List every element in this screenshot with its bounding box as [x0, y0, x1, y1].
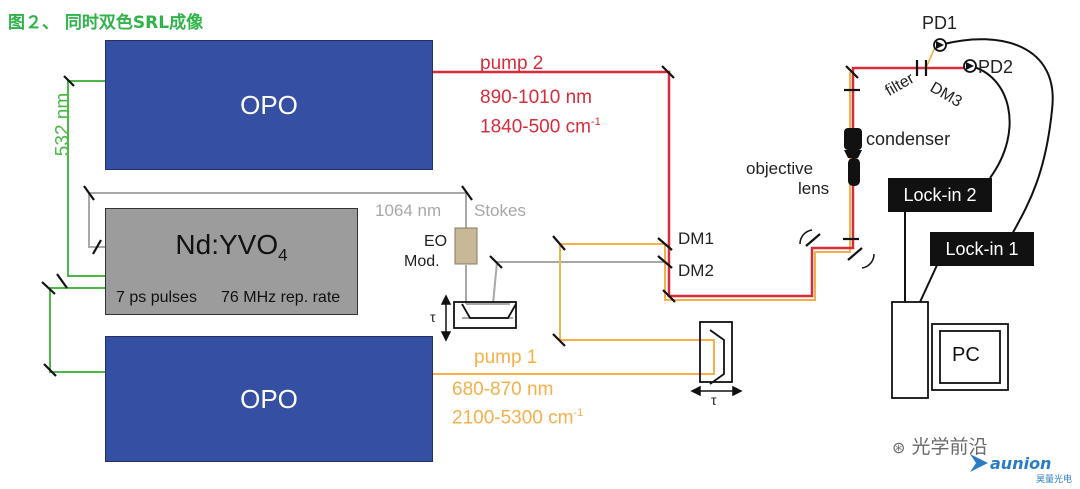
delay-stages	[453, 301, 733, 385]
nd-yvo4-laser: Nd:YVO4 7 ps pulses 76 MHz rep. rate	[105, 208, 358, 315]
opo-top-label: OPO	[240, 89, 298, 120]
pc-icon	[891, 301, 1009, 399]
lockin2-box: Lock-in 2	[888, 178, 992, 212]
mirrors	[41, 60, 928, 377]
label-532nm: 532 nm	[52, 92, 74, 157]
pump2-range-nm: 890-1010 nm	[480, 87, 592, 108]
pump2-range-cm: 1840-500 cm-1	[480, 116, 601, 138]
eo-modulator	[454, 227, 478, 265]
objective-label-1: objective	[746, 159, 814, 178]
dm1-label: DM1	[678, 229, 714, 248]
lenses	[844, 128, 862, 186]
pd2-label: PD2	[978, 57, 1014, 77]
eo-label-2: Mod.	[404, 253, 440, 270]
laser-name: Nd:YVO4	[175, 229, 288, 265]
scan-rotation-icons	[799, 229, 875, 269]
pump2-label: pump 2	[480, 53, 544, 74]
green-beam-path	[49, 80, 105, 373]
condenser-label: condenser	[866, 129, 951, 149]
lockin2-label: Lock-in 2	[903, 184, 977, 205]
pd1-label: PD1	[922, 13, 958, 33]
pump2-beam-path	[433, 66, 968, 298]
opo-top: OPO	[105, 40, 433, 170]
tau-label-2: τ	[711, 392, 717, 408]
stokes-label: Stokes	[474, 201, 526, 220]
tau-arrows	[440, 294, 743, 397]
laser-pulses: 7 ps pulses	[116, 289, 197, 306]
figure-caption: 图２、 同时双色SRL成像	[8, 13, 204, 33]
eo-label-1: EO	[424, 233, 448, 250]
watermark-name: ⊛ 光学前沿	[892, 436, 988, 458]
dm2-label: DM2	[678, 261, 714, 280]
watermark-brand: aunion	[990, 454, 1052, 473]
lockin1-label: Lock-in 1	[945, 238, 1019, 259]
stokes-wavelength: 1064 nm	[375, 201, 442, 220]
opo-bottom: OPO	[105, 336, 433, 462]
watermark-brand-cn: 昊量光电	[1036, 475, 1073, 485]
pc-label: PC	[952, 344, 980, 366]
pump1-range-cm: 2100-5300 cm-1	[452, 407, 584, 429]
tau-label-1: τ	[430, 309, 436, 325]
laser-rep-rate: 76 MHz rep. rate	[221, 289, 341, 306]
signal-cables	[904, 38, 1054, 303]
brand-logo-icon	[970, 454, 988, 472]
laser-subscript: 4	[278, 245, 288, 265]
wechat-icon: ⊛	[892, 438, 906, 457]
opo-bottom-label: OPO	[240, 383, 298, 414]
pd1-beam-path	[925, 46, 936, 69]
pump1-range-nm: 680-870 nm	[452, 379, 554, 400]
objective-label-2: lens	[798, 179, 830, 198]
lockin1-box: Lock-in 1	[930, 232, 1034, 266]
pump1-label: pump 1	[474, 347, 538, 368]
photodiodes	[933, 38, 977, 73]
